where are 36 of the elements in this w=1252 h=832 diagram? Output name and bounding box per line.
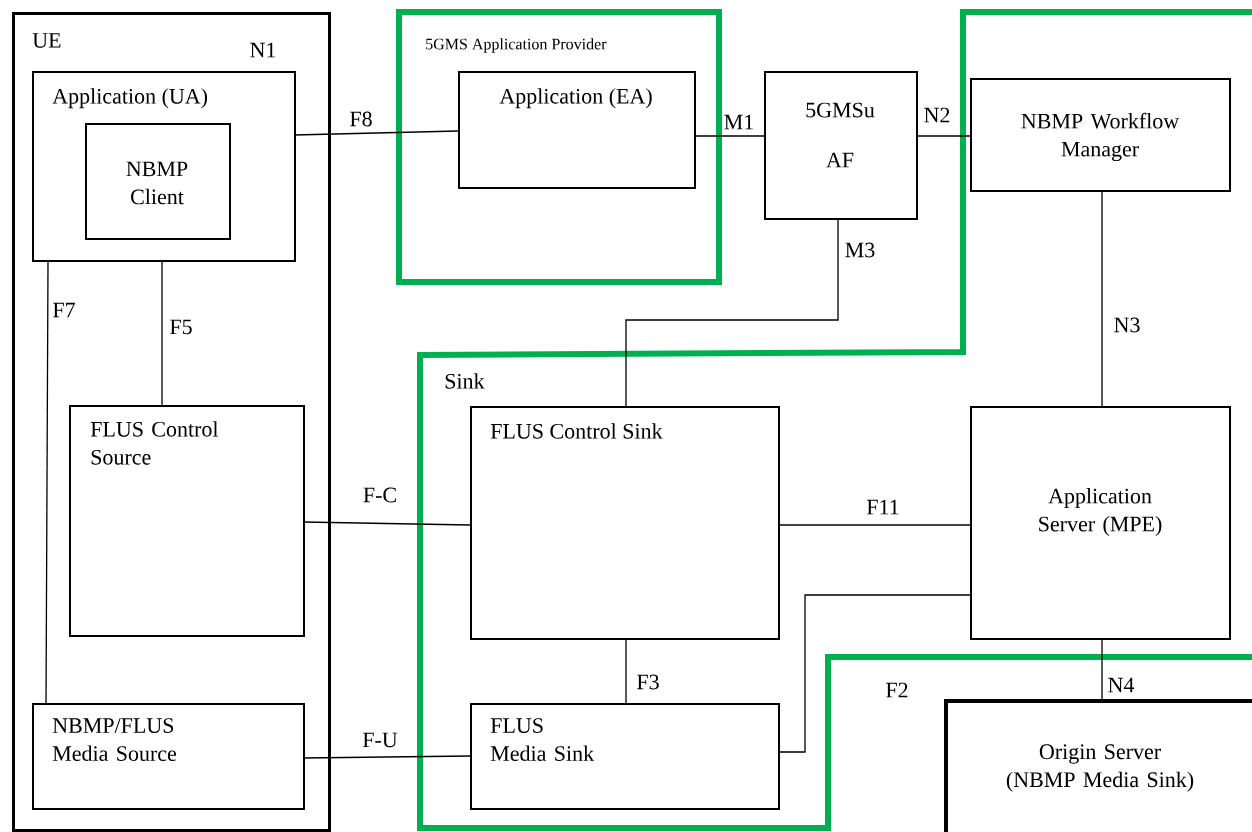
edge-label: F7 <box>51 301 77 319</box>
edge-label: F3 <box>635 673 661 691</box>
edge-label: F8 <box>348 110 374 128</box>
connector-line <box>777 524 971 526</box>
edge-label: F2 <box>884 681 910 699</box>
connector-line <box>302 521 471 526</box>
edge-label: F-C <box>361 486 399 504</box>
edge-label: F11 <box>865 498 901 516</box>
edge-label: N3 <box>1112 316 1142 334</box>
client-box: NBMP Client <box>85 123 231 240</box>
connector-line <box>161 261 163 408</box>
process-box: NBMP Workflow Manager <box>970 78 1231 192</box>
connector-line <box>1101 639 1103 704</box>
connector-line <box>293 130 459 136</box>
connector-line <box>45 261 49 706</box>
server-box: Origin Server (NBMP Media Sink) <box>944 699 1252 832</box>
connector-line <box>915 135 971 137</box>
edge-label: M1 <box>722 113 756 131</box>
process-box: FLUS Control Sink <box>470 406 780 640</box>
connector-line <box>625 639 627 706</box>
application-box: Application (EA) <box>458 71 696 189</box>
process-box: NBMP/FLUS Media Source <box>32 703 305 810</box>
process-box: FLUS Media Sink <box>470 703 780 810</box>
connector-line <box>302 755 471 759</box>
connector-line <box>1101 191 1103 409</box>
edge-label: F-U <box>361 731 399 749</box>
edge-label: N4 <box>1106 676 1136 694</box>
server-box: Application Server (MPE) <box>970 406 1231 640</box>
interface-label: N1 <box>250 42 276 58</box>
edge-label: M3 <box>843 241 877 259</box>
connector-line <box>777 594 971 753</box>
process-box: FLUS Control Source <box>69 405 305 637</box>
edge-label: F5 <box>168 318 194 336</box>
connector-line <box>625 219 839 409</box>
connector-line <box>693 135 765 137</box>
edge-label: N2 <box>922 106 952 124</box>
